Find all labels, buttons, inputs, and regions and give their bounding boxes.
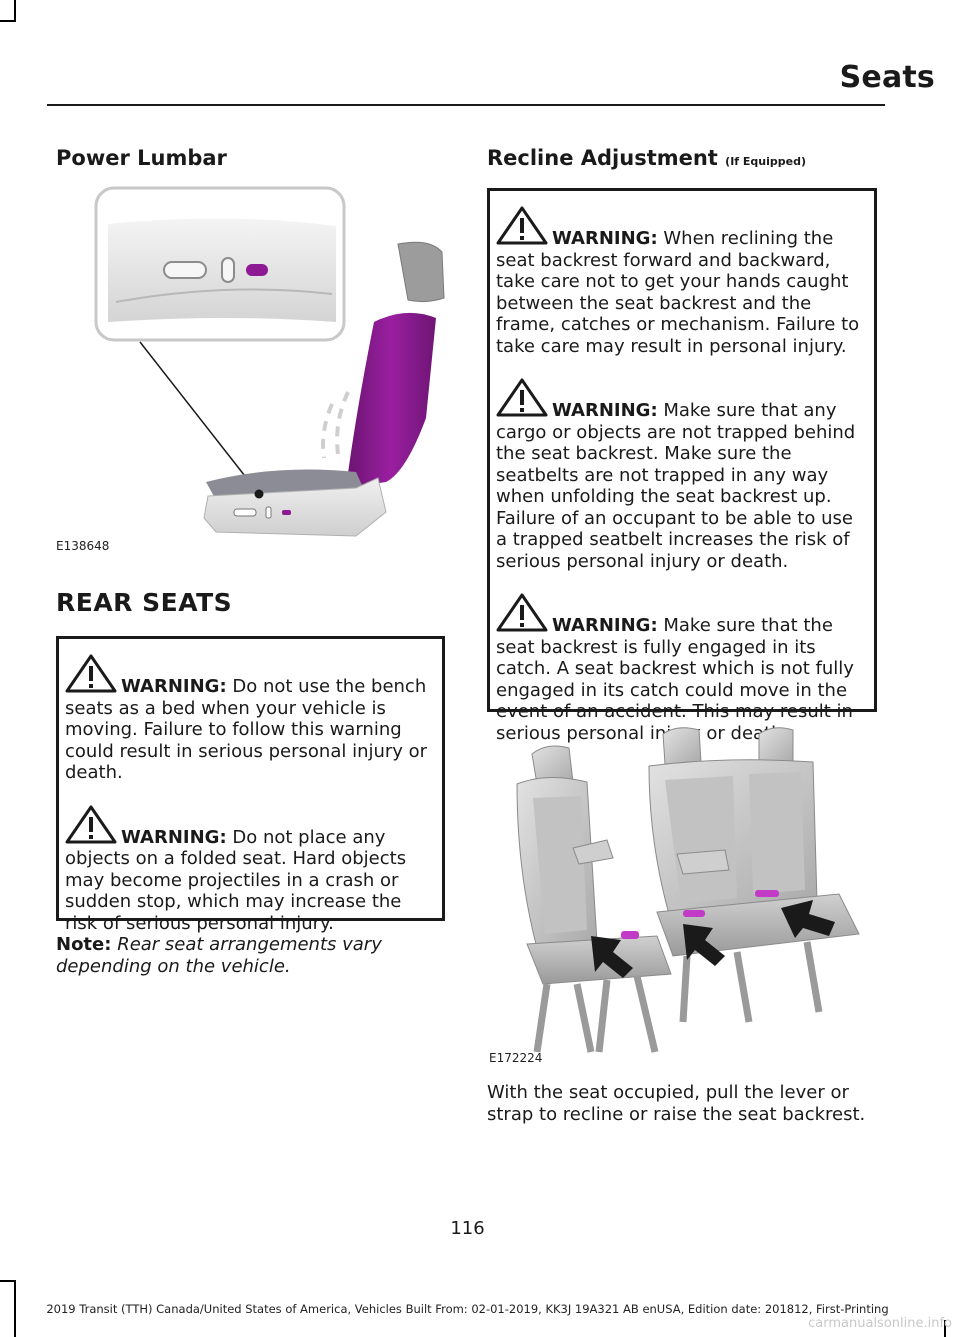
warning-item: WARNING: When reclining the seat backres… bbox=[496, 205, 868, 357]
recline-heading-text: Recline Adjustment bbox=[487, 146, 718, 170]
warning-text: Make sure that the seat backrest is full… bbox=[496, 615, 854, 744]
rear-seats-warning-box: WARNING: Do not use the bench seats as a… bbox=[56, 636, 445, 934]
warning-text: Do not place any objects on a folded sea… bbox=[65, 826, 407, 934]
note-text: Rear seat arrangements vary depending on… bbox=[56, 934, 382, 977]
warning-keyword: WARNING: bbox=[121, 676, 227, 697]
rear-seats-illustration bbox=[516, 727, 860, 1053]
power-lumbar-heading: Power Lumbar bbox=[56, 146, 227, 170]
warning-triangle-icon bbox=[496, 206, 548, 245]
warning-keyword: WARNING: bbox=[121, 826, 227, 848]
warning-keyword: WARNING: bbox=[552, 400, 658, 421]
warning-item: WARNING: Do not place any objects on a f… bbox=[65, 804, 436, 935]
crop-mark-top-left-h bbox=[0, 20, 16, 22]
recline-instructions: With the seat occupied, pull the lever o… bbox=[487, 1082, 866, 1125]
warning-item: WARNING: Make sure that any cargo or obj… bbox=[496, 377, 868, 572]
warning-item: WARNING: Do not use the bench seats as a… bbox=[65, 653, 436, 784]
warning-triangle-icon bbox=[496, 378, 548, 417]
recline-warning-box: WARNING: When reclining the seat backres… bbox=[487, 188, 877, 744]
crop-mark-top-left-v bbox=[14, 0, 16, 20]
warning-triangle-icon bbox=[496, 593, 548, 632]
note: Note: Rear seat arrangements vary depend… bbox=[56, 934, 436, 978]
power-seat-illustration bbox=[94, 186, 445, 537]
warning-text: When reclining the seat backrest forward… bbox=[496, 228, 860, 357]
crop-mark-bottom-left-v bbox=[14, 1280, 16, 1337]
warning-triangle-icon bbox=[65, 805, 117, 843]
watermark: carmanualsonline.info bbox=[808, 1316, 952, 1331]
crop-mark-bottom-left-h bbox=[0, 1280, 16, 1282]
header-rule bbox=[47, 104, 885, 106]
if-equipped-label: (If Equipped) bbox=[725, 155, 807, 168]
power-lumbar-figure bbox=[56, 182, 446, 558]
rear-seats-heading: REAR SEATS bbox=[56, 588, 233, 617]
note-label: Note: bbox=[56, 934, 112, 955]
warning-triangle-icon bbox=[65, 654, 117, 693]
crop-mark-bottom-right-v bbox=[944, 1320, 946, 1337]
warning-text: Make sure that any cargo or objects are … bbox=[496, 400, 856, 572]
recline-heading: Recline Adjustment (If Equipped) bbox=[487, 146, 806, 170]
rear-seats-figure bbox=[487, 722, 877, 1067]
figure-code: E172224 bbox=[489, 1051, 543, 1065]
page-title: Seats bbox=[839, 60, 935, 95]
warning-keyword: WARNING: bbox=[552, 228, 658, 249]
warning-text: Do not use the bench seats as a bed when… bbox=[65, 676, 428, 783]
footer-text: 2019 Transit (TTH) Canada/United States … bbox=[46, 1302, 889, 1316]
figure-code: E138648 bbox=[56, 539, 110, 553]
warning-item: WARNING: Make sure that the seat backres… bbox=[496, 592, 868, 744]
page-number: 116 bbox=[450, 1218, 485, 1239]
warning-keyword: WARNING: bbox=[552, 615, 658, 636]
